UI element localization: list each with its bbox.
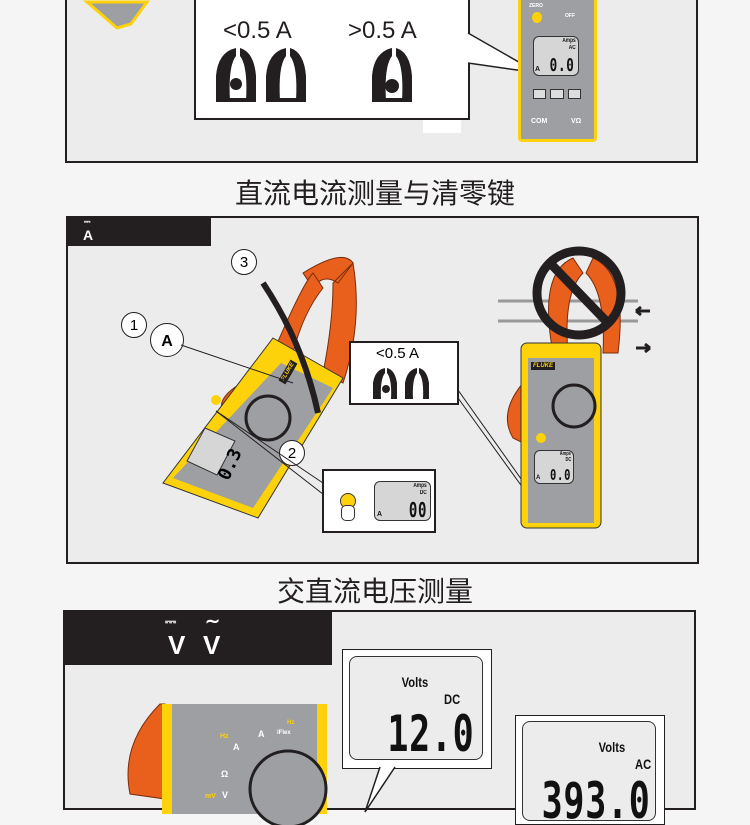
clamp-meter-closeup: [127, 703, 328, 825]
dial-label-iflex-hz: Hz: [287, 720, 295, 726]
low-current-label: <0.5 A: [223, 17, 292, 44]
dc-current-header: ⎓ A: [68, 218, 211, 246]
dial-label-v: V: [222, 790, 229, 800]
section-title-voltage: 交直流电压测量: [276, 575, 473, 608]
vohm-jack-label: VΩ: [571, 118, 582, 125]
dial-label-ac-amps: A: [233, 742, 240, 752]
dc-symbol-icon: ⎓: [84, 217, 91, 226]
zero-button-icon: [536, 433, 546, 443]
low-current-label: <0.5 A: [376, 345, 419, 362]
dial-label-ohm: Ω: [221, 769, 229, 779]
section-title-dc-current: 直流电流测量与清零键: [234, 177, 515, 210]
zero-button-icon: [211, 395, 221, 405]
arrow-left-icon: [635, 305, 650, 317]
callout-leaders: [180, 344, 329, 499]
dc-voltage-callout: Volts DC 12.0: [342, 649, 492, 769]
dc-symbol-icon: ⎓: [165, 613, 177, 629]
backlight-button[interactable]: [567, 89, 581, 99]
ac-symbol-icon: ∼: [205, 611, 221, 631]
jaw-off-center-dotted-icon: [266, 48, 306, 102]
low-current-warning-callout: <0.5 A: [349, 341, 459, 405]
current-threshold-callout: <0.5 A >0.5 A: [194, 0, 470, 120]
ac-voltage-callout: Volts AC 393.0: [515, 715, 665, 825]
rotary-dial: [244, 394, 292, 442]
jaw-position-icons: [216, 48, 412, 102]
panel-ac-current: <0.5 A >0.5 A ZERO OFF Amps AC A 0.0 COM…: [65, 0, 698, 163]
conductor-wire: [260, 281, 321, 414]
jaw-centered-icon: [372, 48, 412, 102]
meter-lcd: Amps AC A 0.0: [533, 36, 579, 76]
meter-ac-current: ZERO OFF Amps AC A 0.0 COM VΩ: [518, 0, 597, 142]
panel-voltage: ⎓ V ∼ V Hz A A iFlex Hz Ω mV V Volts DC …: [63, 610, 696, 825]
dial-label-hz: Hz: [220, 733, 229, 740]
jaw-position-icons: [373, 368, 429, 399]
off-label: OFF: [565, 13, 575, 19]
right-meter-lcd: Amps DC A 0.0: [534, 450, 574, 484]
meter-body-tilted-partial: [82, 0, 150, 30]
jaw-off-center-icon: [216, 48, 256, 102]
minmax-button[interactable]: [550, 89, 564, 99]
dc-amps-symbol: A: [83, 227, 94, 243]
voltage-header: ⎓ V ∼ V: [65, 612, 332, 665]
dc-voltage-lcd: Volts DC 12.0: [349, 656, 483, 760]
right-meter-brand-logo: FLUKE: [531, 362, 555, 370]
dial-label-dc-amps: A: [258, 729, 265, 739]
dc-callout-pointer: [364, 766, 396, 813]
dial-label-mv: mV: [205, 793, 216, 800]
zero-button[interactable]: [532, 12, 542, 23]
com-jack-label: COM: [531, 118, 548, 125]
zero-button-label: ZERO: [529, 3, 543, 9]
panel-dc-current: ⎓ A FLUKE 0.3 1 2 3 A Amps DC A 00 <0.5 …: [66, 216, 699, 564]
clamp-meter-tilted: [162, 256, 357, 519]
hold-button[interactable]: [533, 89, 547, 99]
meter-buttons: [533, 89, 581, 99]
ac-volts-symbol: V: [203, 630, 221, 660]
zeroed-lcd: Amps DC A 00: [374, 481, 431, 521]
dial-setting-callout: A: [150, 323, 184, 357]
finger-icon: [341, 505, 355, 521]
step-3-marker: 3: [231, 249, 257, 275]
ac-voltage-lcd: Volts AC 393.0: [522, 721, 656, 821]
zero-button-callout: Amps DC A 00: [322, 469, 436, 533]
prohibited-icon: [532, 246, 626, 340]
dial-label-iflex: iFlex: [277, 730, 291, 736]
arrow-right-icon: [636, 342, 651, 354]
step-1-marker: 1: [121, 312, 147, 338]
dc-volts-symbol: V: [168, 630, 186, 660]
high-current-label: >0.5 A: [348, 17, 417, 44]
clamp-meter-upright: [498, 246, 651, 529]
